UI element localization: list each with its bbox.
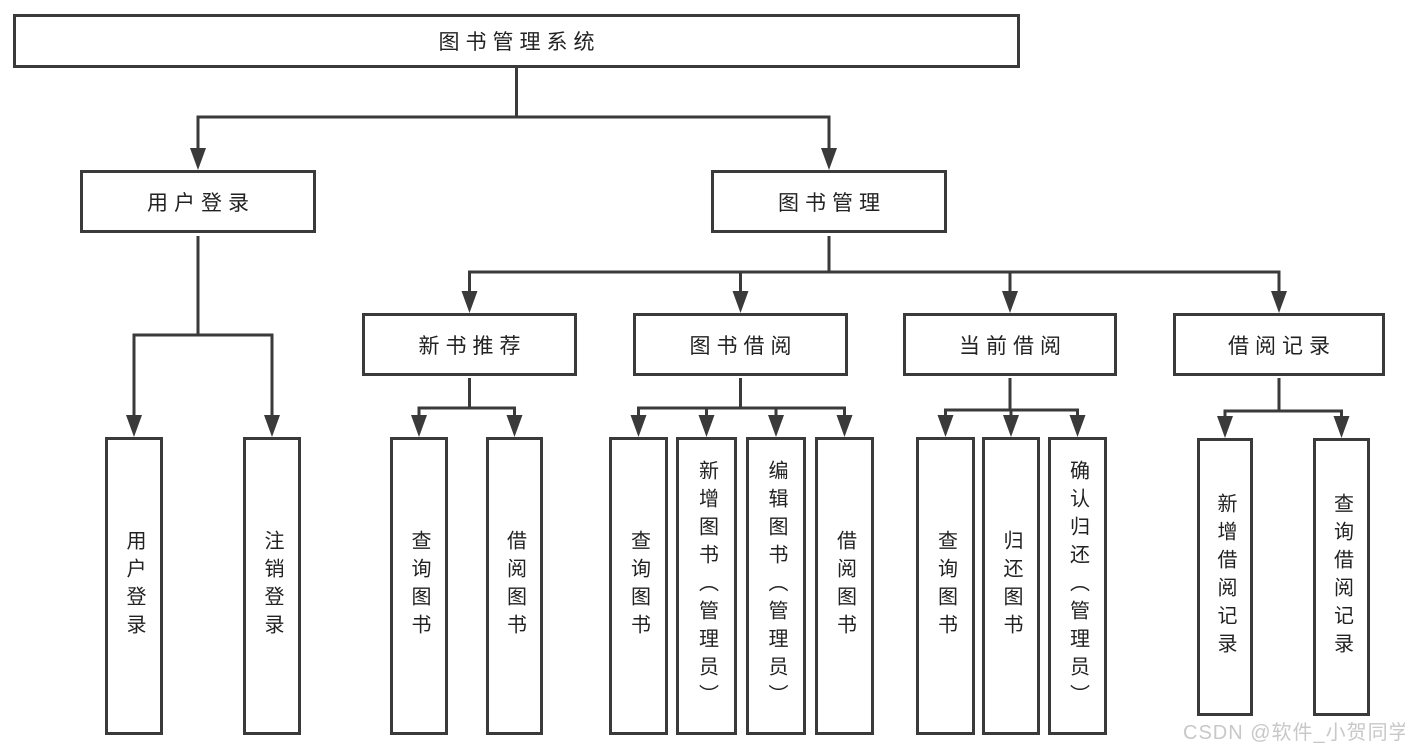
leaf-current-confirm-return-admin: 确认归还（管理员） (1048, 437, 1107, 735)
node-borrowing-records: 借阅记录 (1173, 313, 1385, 376)
leaf-records-add-record: 新增借阅记录 (1197, 438, 1253, 716)
node-current-borrowing: 当前借阅 (903, 313, 1117, 376)
leaf-records-query-record: 查询借阅记录 (1313, 438, 1370, 716)
csdn-watermark: CSDN @软件_小贺同学 (1183, 722, 1405, 744)
leaf-current-return-books: 归还图书 (982, 437, 1040, 735)
leaf-borrowing-add-books-admin: 新增图书（管理员） (676, 437, 737, 735)
node-library-management-system: 图书管理系统 (13, 14, 1020, 68)
node-book-borrowing: 图书借阅 (633, 313, 848, 376)
leaf-user-login: 用户登录 (105, 437, 163, 735)
leaf-logout-login: 注销登录 (243, 437, 301, 735)
node-new-book-recommend: 新书推荐 (362, 313, 577, 376)
leaf-borrowing-query-books: 查询图书 (609, 437, 668, 735)
leaf-borrowing-borrow-books: 借阅图书 (815, 437, 874, 735)
leaf-current-query-books: 查询图书 (916, 437, 975, 735)
leaf-recommend-query-books: 查询图书 (390, 437, 448, 735)
leaf-recommend-borrow-books: 借阅图书 (486, 437, 543, 735)
leaf-borrowing-edit-books-admin: 编辑图书（管理员） (746, 437, 806, 735)
node-user-login: 用户登录 (80, 170, 316, 233)
node-book-management: 图书管理 (711, 170, 947, 233)
